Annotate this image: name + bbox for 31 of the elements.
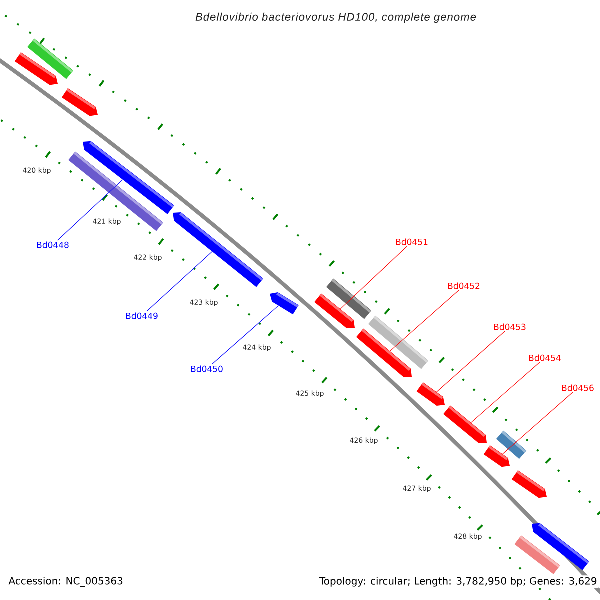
leader-line: [146, 252, 213, 312]
gene-label: Bd0448: [37, 242, 69, 248]
gene-label: Bd0449: [126, 312, 158, 320]
gene-block: [444, 406, 487, 444]
leader-line: [340, 246, 408, 310]
gene-block: [314, 294, 355, 328]
gene-label: Bd0450: [191, 366, 223, 372]
gene-label: Bd0453: [494, 324, 526, 330]
gene-label: Bd0452: [448, 282, 480, 290]
leader-line: [390, 290, 460, 352]
gene-bar: [514, 536, 560, 574]
gene-block: [484, 446, 510, 468]
leader-line: [436, 331, 506, 392]
leader-line: [58, 180, 124, 241]
title-text: Bdellovibrio bacteriovorus HD100, complete genome: [196, 12, 476, 24]
leader-line: [212, 306, 279, 365]
gene-block: [14, 52, 58, 86]
gene-bar: [68, 152, 164, 232]
gene-bar: [496, 430, 527, 460]
accession-text: Accession: NC_005363: [7, 576, 125, 588]
gene-block: [356, 328, 412, 378]
genome-info-text: Topology: circular; Length: 3,782,950 bp; Genes: 3,629: [318, 576, 599, 588]
gene-block: [416, 382, 445, 406]
gene-label: Bd0456: [562, 384, 594, 392]
gene-block: [173, 212, 264, 288]
leader-line: [471, 362, 540, 423]
gene-block: [512, 470, 547, 498]
gene-label: Bd0451: [396, 238, 428, 246]
gene-block: [270, 292, 299, 315]
gene-label: Bd0454: [529, 354, 561, 362]
gene-block: [62, 88, 98, 116]
